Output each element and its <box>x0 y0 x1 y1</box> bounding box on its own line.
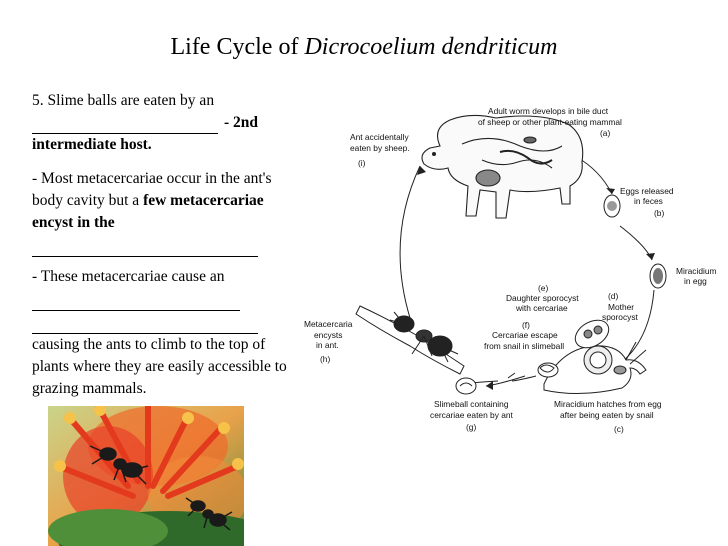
label-metacercaria-1: Metacercaria <box>304 319 353 329</box>
miracidium-egg-drawing <box>649 263 667 289</box>
label-hatch-2: after being eaten by snail <box>560 410 654 420</box>
label-cercariae-2: from snail in slimeball <box>484 341 564 351</box>
title-species: Dicrocoelium dendriticum <box>304 34 558 60</box>
label-metacercaria-3: in ant. <box>316 340 339 350</box>
blank-cause-2 <box>32 311 258 334</box>
label-metacercaria-2: encysts <box>314 330 342 340</box>
point-5-2nd: - 2nd <box>224 114 259 131</box>
tag-c: (c) <box>614 424 624 434</box>
label-cercariae-1: Cercariae escape <box>492 330 558 340</box>
label-daughter-1: Daughter sporocyst <box>506 293 579 303</box>
label-slimeball-1: Slimeball containing <box>434 399 509 409</box>
tag-b: (b) <box>654 208 664 218</box>
tag-d: (d) <box>608 291 618 301</box>
snail-drawing <box>543 341 647 395</box>
point-cause: - These metacercariae cause an causing t… <box>32 266 288 400</box>
point-5: 5. Slime balls are eaten by an - 2nd int… <box>32 90 288 156</box>
label-adult-1: Adult worm develops in bile duct <box>488 106 609 116</box>
label-mother-2: sporocyst <box>602 312 639 322</box>
title-plain: Life Cycle of <box>170 34 299 60</box>
label-mother-1: Mother <box>608 302 634 312</box>
ant-on-flower-photo <box>48 406 244 546</box>
blank-location <box>32 234 258 257</box>
life-cycle-diagram: Adult worm develops in bile duct of shee… <box>300 98 728 448</box>
label-hatch-1: Miracidium hatches from egg <box>554 399 662 409</box>
cercaria-drawing <box>537 362 559 378</box>
tag-a: (a) <box>600 128 610 138</box>
label-daughter-2: with cercariae <box>515 303 568 313</box>
cause-result: causing the ants to climb to the top of … <box>32 336 287 397</box>
point-metacercariae: - Most metacercariae occur in the ant's … <box>32 168 288 257</box>
label-miracidium-1: Miracidium <box>676 266 717 276</box>
label-ant-2: eaten by sheep. <box>350 143 410 153</box>
label-slimeball-2: cercariae eaten by ant <box>430 410 514 420</box>
label-ant-1: Ant accidentally <box>350 132 409 142</box>
label-adult-2: of sheep or other plant-eating mammal <box>478 117 622 127</box>
label-miracidium-2: in egg <box>684 276 707 286</box>
blank-cause-1 <box>32 288 240 311</box>
slimeball-drawing <box>455 377 477 395</box>
diagram-labels: Adult worm develops in bile duct of shee… <box>304 106 717 434</box>
tag-f: (f) <box>522 320 530 330</box>
slide-title: Life Cycle of Dicrocoelium dendriticum <box>0 34 728 61</box>
point-5-host: intermediate host. <box>32 136 152 153</box>
egg-drawing <box>603 194 621 218</box>
tag-e: (e) <box>538 283 548 293</box>
tag-g: (g) <box>466 422 476 432</box>
tag-h: (h) <box>320 354 330 364</box>
sporocyst-drawing <box>574 319 610 349</box>
tag-i: (i) <box>358 158 366 168</box>
metacercariae-text: - Most metacercariae occur in the ant's … <box>32 170 272 209</box>
point-5-line1: 5. Slime balls are eaten by an <box>32 92 215 109</box>
label-eggs-2: in feces <box>634 196 663 206</box>
sheep-drawing <box>421 114 584 219</box>
label-eggs-1: Eggs released <box>620 186 674 196</box>
blank-host <box>32 112 218 134</box>
metacercariae-bold: few metacercariae encyst in the <box>32 192 264 231</box>
ant-drawing <box>355 305 465 375</box>
cause-text: - These metacercariae cause an <box>32 268 225 285</box>
